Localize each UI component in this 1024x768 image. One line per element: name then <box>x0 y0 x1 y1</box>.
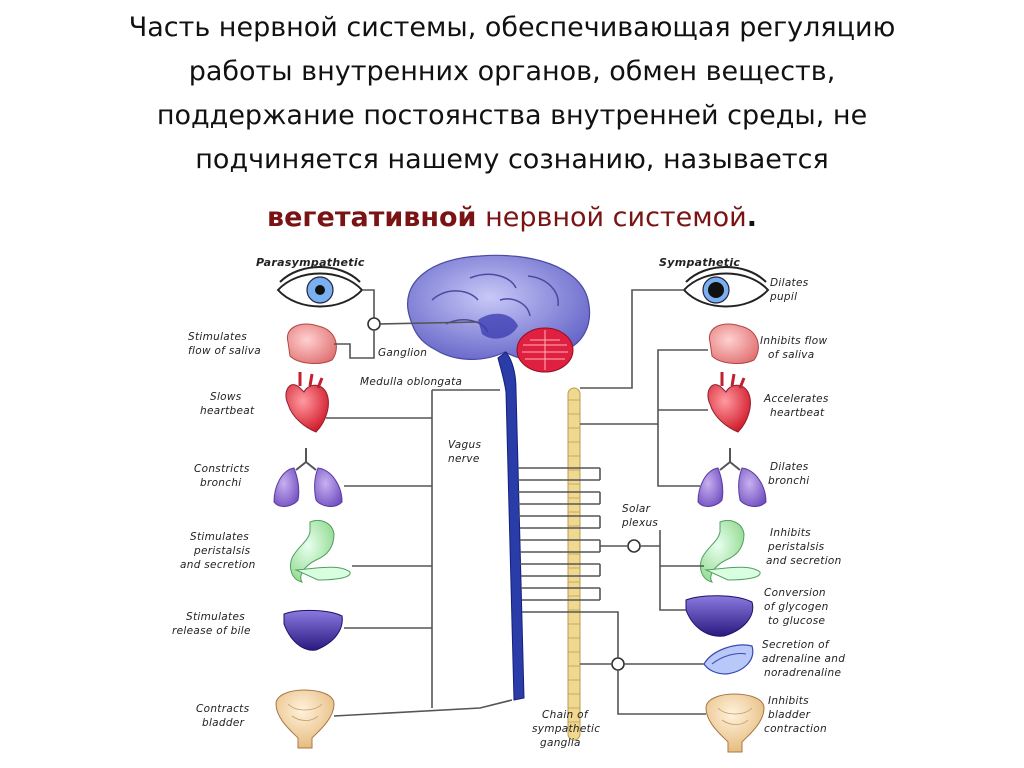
right-label-heart-2: heartbeat <box>770 407 825 419</box>
right-label-adrenal-1: Secretion of <box>762 639 831 651</box>
sympathetic-heading: Sympathetic <box>659 256 740 269</box>
left-label-bronchi-2: bronchi <box>200 477 242 489</box>
right-label-adrenal-2: adrenaline and <box>762 653 845 665</box>
stomach-icon-right <box>699 520 761 583</box>
right-label-pupil-1: Dilates <box>770 277 809 289</box>
title-block: Часть нервной системы, обеспечивающая ре… <box>0 6 1024 182</box>
right-label-pupil-2: pupil <box>769 291 797 303</box>
left-label-stomach-3: and secretion <box>180 559 256 571</box>
conclusion-highlight: вегетативной <box>267 202 477 233</box>
sympathetic-connectors <box>580 289 708 715</box>
spinal-rungs <box>518 467 601 613</box>
right-labels: Dilates pupil Inhibits flow of saliva Ac… <box>760 277 845 735</box>
spinal-cord <box>497 351 525 701</box>
right-label-liver-3: to glucose <box>768 615 825 627</box>
stomach-icon-left <box>289 520 351 583</box>
bladder-icon-right <box>705 693 765 753</box>
conclusion: вегетативной нервной системой. <box>0 198 1024 238</box>
left-labels: Stimulates flow of saliva Slows heartbea… <box>172 331 261 729</box>
right-label-bladder-1: Inhibits <box>768 695 809 707</box>
right-label-stomach-2: peristalsis <box>767 541 825 553</box>
right-label-stomach-3: and secretion <box>766 555 842 567</box>
eye-icon-right <box>682 266 770 308</box>
solar-label-2: plexus <box>621 517 658 529</box>
title-line-1: Часть нервной системы, обеспечивающая ре… <box>128 12 896 43</box>
right-label-liver-2: of glycogen <box>764 601 829 613</box>
solar-label-1: Solar <box>622 503 651 515</box>
left-label-stomach-2: peristalsis <box>193 545 251 557</box>
salivary-gland-icon-right <box>708 323 759 364</box>
right-label-liver-1: Conversion <box>764 587 826 599</box>
title-line-4: подчиняется нашему сознанию, называется <box>195 144 829 175</box>
left-label-saliva-1: Stimulates <box>188 331 247 343</box>
conclusion-rest: нервной системой <box>476 202 747 233</box>
left-label-heart-1: Slows <box>210 391 242 403</box>
conclusion-end: . <box>746 202 757 233</box>
title-line-2: работы внутренних органов, обмен веществ… <box>188 56 836 87</box>
right-label-heart-1: Accelerates <box>763 393 829 405</box>
right-label-saliva-1: Inhibits flow <box>760 335 827 347</box>
vagus-label-1: Vagus <box>448 439 481 451</box>
liver-icon-left <box>283 609 343 651</box>
ganglion-label: Ganglion <box>378 347 427 359</box>
left-label-bronchi-1: Constricts <box>194 463 250 475</box>
heart-icon-right <box>707 372 751 433</box>
chain-label-2: sympathetic <box>532 723 600 735</box>
adrenal-gland-icon-right <box>703 644 754 675</box>
left-label-stomach-1: Stimulates <box>190 531 249 543</box>
parasympathetic-connectors <box>326 289 513 717</box>
left-label-bile-1: Stimulates <box>186 611 245 623</box>
left-label-heart-2: heartbeat <box>200 405 255 417</box>
lungs-icon-left <box>273 448 343 507</box>
lungs-icon-right <box>697 448 767 507</box>
right-label-stomach-1: Inhibits <box>770 527 811 539</box>
title-line-3: поддержание постоянства внутренней среды… <box>156 100 868 131</box>
right-label-bladder-2: bladder <box>768 709 811 721</box>
salivary-gland-icon-left <box>286 323 337 364</box>
left-label-bile-2: release of bile <box>172 625 251 637</box>
right-label-bronchi-1: Dilates <box>770 461 809 473</box>
vagus-label-2: nerve <box>448 453 480 465</box>
parasympathetic-heading: Parasympathetic <box>256 256 365 269</box>
bladder-icon-left <box>275 689 335 749</box>
cerebellum-icon <box>516 327 574 373</box>
liver-icon-right <box>685 595 754 637</box>
right-label-saliva-2: of saliva <box>768 349 815 361</box>
medulla-label: Medulla oblongata <box>360 376 462 388</box>
chain-label-3: ganglia <box>540 737 581 749</box>
heart-icon-left <box>285 372 329 433</box>
left-label-bladder-1: Contracts <box>196 703 250 715</box>
chain-label-1: Chain of <box>542 709 590 721</box>
left-label-bladder-2: bladder <box>202 717 245 729</box>
right-label-adrenal-3: noradrenaline <box>764 667 841 679</box>
right-label-bronchi-2: bronchi <box>768 475 810 487</box>
left-label-saliva-2: flow of saliva <box>188 345 261 357</box>
right-label-bladder-3: contraction <box>764 723 827 735</box>
eye-icon-left <box>276 266 364 308</box>
